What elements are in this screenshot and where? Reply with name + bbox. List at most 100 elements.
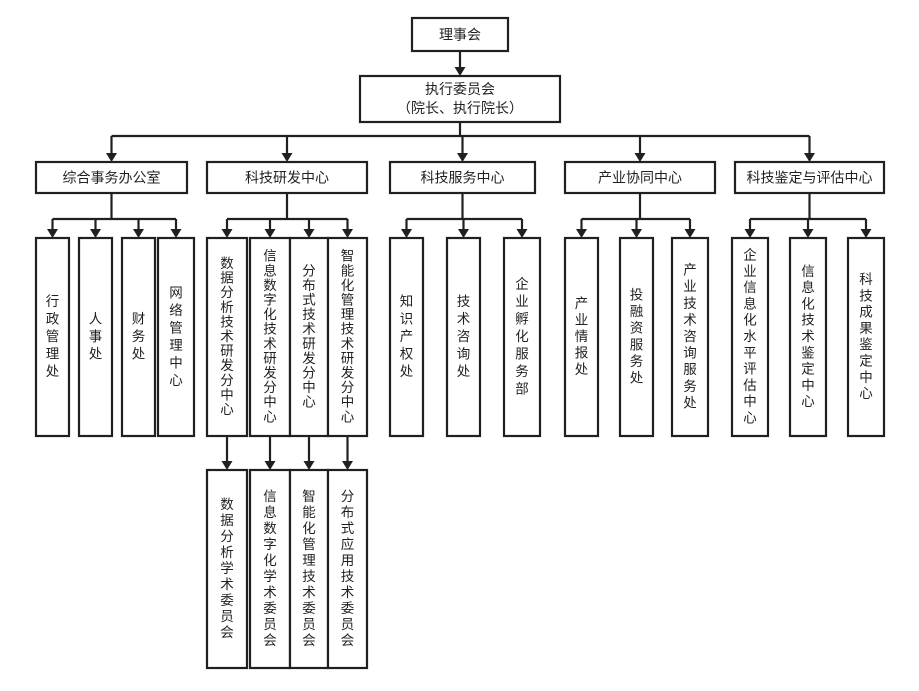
node-general-affairs-box[interactable] [34, 160, 189, 195]
node-distributed-app-committee[interactable]: 分布式应用技术委员会 [326, 468, 369, 670]
node-info-digital-committee-label: 信息数字化学术委员会 [263, 489, 277, 649]
node-incubation-dept[interactable]: 企业孵化服务部 [502, 236, 542, 438]
node-service-center-label: 科技服务中心 [421, 171, 505, 187]
node-admin-office-box[interactable] [34, 236, 71, 438]
node-appraisal-center[interactable]: 科技鉴定与评估中心 [733, 160, 886, 195]
connector-industry-tech-consult-head [684, 229, 696, 238]
node-investment-office[interactable]: 投融资服务处 [618, 236, 655, 438]
node-industry-tech-consult[interactable]: 产业技术咨询服务处 [670, 236, 710, 438]
connector-distributed-rd-head [303, 229, 315, 238]
node-general-affairs[interactable]: 综合事务办公室 [34, 160, 189, 195]
connector-enterprise-info-eval-head [744, 229, 756, 238]
node-industry-center-box[interactable] [563, 160, 717, 195]
connector-hr-office-head [90, 229, 101, 238]
connector-info-tech-appraisal-head [802, 229, 814, 238]
node-incubation-dept-box[interactable] [502, 236, 542, 438]
node-distributed-rd-box[interactable] [288, 236, 330, 438]
connector-data-analysis-committee-head [221, 461, 233, 470]
node-info-digital-rd[interactable]: 信息数字化技术研发分中心 [248, 236, 292, 438]
node-appraisal-center-label: 科技鉴定与评估中心 [747, 171, 873, 187]
node-exec-box[interactable] [358, 74, 562, 124]
connector-network-center-head [170, 229, 182, 238]
node-ip-office-label: 知识产权处 [400, 293, 414, 380]
node-network-center[interactable]: 网络管理中心 [156, 236, 196, 438]
node-distributed-rd-label: 分布式技术研发分中心 [302, 263, 316, 410]
node-industry-tech-consult-box[interactable] [670, 236, 710, 438]
node-data-analysis-rd[interactable]: 数据分析技术研发分中心 [205, 236, 249, 438]
node-rd-center[interactable]: 科技研发中心 [205, 160, 369, 195]
node-enterprise-info-eval[interactable]: 企业信息化水平评估中心 [730, 236, 770, 438]
node-rd-center-label: 科技研发中心 [245, 171, 329, 187]
node-ip-office-box[interactable] [388, 236, 425, 438]
node-data-analysis-committee-box[interactable] [205, 468, 249, 670]
node-service-center-box[interactable] [388, 160, 537, 195]
connector-admin-office-head [47, 229, 58, 238]
connector-investment-office-head [631, 229, 642, 238]
node-info-digital-rd-box[interactable] [248, 236, 292, 438]
node-data-analysis-committee[interactable]: 数据分析学术委员会 [205, 468, 249, 670]
node-service-center[interactable]: 科技服务中心 [388, 160, 537, 195]
node-intelligent-mgmt-rd[interactable]: 智能化管理技术研发分中心 [326, 236, 369, 438]
node-board[interactable]: 理事会 [410, 16, 510, 53]
connector-data-analysis-rd-head [221, 229, 233, 238]
node-network-center-box[interactable] [156, 236, 196, 438]
node-enterprise-info-eval-box[interactable] [730, 236, 770, 438]
node-achievement-appraisal[interactable]: 科技成果鉴定中心 [846, 236, 886, 438]
node-industry-intel-office-box[interactable] [563, 236, 600, 438]
node-tech-consult-office-box[interactable] [445, 236, 482, 438]
connector-ip-office-head [401, 229, 412, 238]
node-info-digital-committee-box[interactable] [248, 468, 292, 670]
node-finance-office[interactable]: 财务处 [120, 236, 157, 438]
node-intelligent-mgmt-committee-label: 智能化管理技术委员会 [302, 489, 316, 649]
node-tech-consult-office-label: 技术咨询处 [457, 294, 471, 380]
node-info-digital-rd-label: 信息数字化技术研发分中心 [263, 249, 277, 426]
connector-bus-appraisal-center-head [804, 153, 815, 162]
node-achievement-appraisal-box[interactable] [846, 236, 886, 438]
node-tech-consult-office[interactable]: 技术咨询处 [445, 236, 482, 438]
node-info-tech-appraisal-box[interactable] [788, 236, 828, 438]
node-info-digital-committee[interactable]: 信息数字化学术委员会 [248, 468, 292, 670]
node-data-analysis-committee-label: 数据分析学术委员会 [220, 497, 234, 641]
node-admin-office-label: 行政管理处 [46, 294, 60, 380]
connector-tech-consult-office-head [458, 229, 469, 238]
node-intelligent-mgmt-committee[interactable]: 智能化管理技术委员会 [288, 468, 330, 670]
node-incubation-dept-label: 企业孵化服务部 [515, 276, 529, 398]
node-finance-office-box[interactable] [120, 236, 157, 438]
node-board-label: 理事会 [439, 28, 481, 44]
node-enterprise-info-eval-label: 企业信息化水平评估中心 [743, 247, 757, 427]
node-distributed-rd[interactable]: 分布式技术研发分中心 [288, 236, 330, 438]
node-distributed-app-committee-label: 分布式应用技术委员会 [341, 489, 355, 649]
connector-finance-office-head [133, 229, 144, 238]
node-network-center-label: 网络管理中心 [169, 285, 183, 389]
connector-achievement-appraisal-head [860, 229, 872, 238]
connector-bus-general-affairs-head [106, 153, 117, 162]
connector-bus-industry-center-head [634, 153, 646, 162]
node-hr-office-box[interactable] [77, 236, 114, 438]
node-industry-intel-office[interactable]: 产业情报处 [563, 236, 600, 438]
node-general-affairs-label: 综合事务办公室 [63, 170, 161, 187]
connector-board-exec-head [454, 67, 466, 76]
connector-distributed-app-committee-head [342, 461, 353, 470]
node-achievement-appraisal-label: 科技成果鉴定中心 [859, 272, 873, 402]
connector-bus-rd-center-head [281, 153, 293, 162]
node-appraisal-center-box[interactable] [733, 160, 886, 195]
node-ip-office[interactable]: 知识产权处 [388, 236, 425, 438]
node-data-analysis-rd-box[interactable] [205, 236, 249, 438]
node-info-tech-appraisal[interactable]: 信息化技术鉴定中心 [788, 236, 828, 438]
node-exec-label-line1: 执行委员会 [425, 82, 495, 98]
node-investment-office-label: 投融资服务处 [630, 288, 644, 387]
node-distributed-app-committee-box[interactable] [326, 468, 369, 670]
node-industry-center[interactable]: 产业协同中心 [563, 160, 717, 195]
node-hr-office[interactable]: 人事处 [77, 236, 114, 438]
node-admin-office[interactable]: 行政管理处 [34, 236, 71, 438]
node-exec[interactable]: 执行委员会 （院长、执行院长） [358, 74, 562, 124]
node-exec-label-line2: （院长、执行院长） [397, 101, 523, 117]
node-intelligent-mgmt-rd-box[interactable] [326, 236, 369, 438]
node-industry-intel-office-label: 产业情报处 [575, 296, 589, 378]
node-investment-office-box[interactable] [618, 236, 655, 438]
node-intelligent-mgmt-committee-box[interactable] [288, 468, 330, 670]
connector-industry-intel-office-head [576, 229, 587, 238]
node-info-tech-appraisal-label: 信息化技术鉴定中心 [801, 264, 815, 410]
node-rd-center-box[interactable] [205, 160, 369, 195]
